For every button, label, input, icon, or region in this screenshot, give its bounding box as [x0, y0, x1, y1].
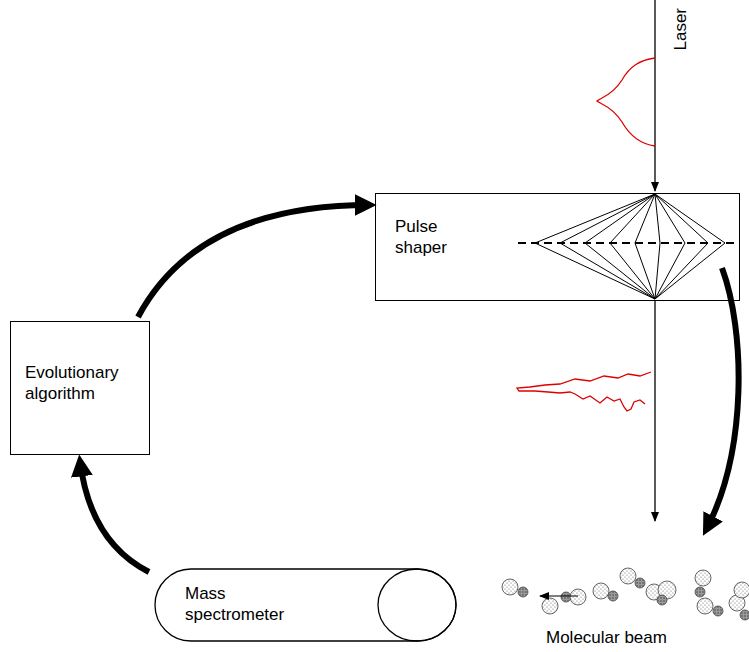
node-label: Mass spectrometer: [185, 583, 305, 625]
shaped-beam: [654, 301, 655, 521]
input-pulse: [597, 58, 655, 146]
process-box: Pulse shaper: [375, 193, 740, 301]
molecules: [502, 568, 749, 620]
node-label: Pulse shaper: [395, 216, 465, 258]
mask-plane: [518, 242, 734, 244]
flow-arrow: [80, 461, 149, 572]
node-label: Evolutionary algorithm: [25, 362, 140, 404]
laser-beam: [654, 0, 655, 191]
flow-arrow: [706, 268, 739, 530]
caption-label: Molecular beam: [546, 628, 667, 648]
process-box: Evolutionary algorithm: [10, 321, 150, 455]
instrument-cylinder: Mass spectrometer: [155, 568, 457, 642]
flow-arrow: [138, 205, 370, 317]
shaped-pulse: [517, 372, 651, 411]
beam-label: Laser: [671, 8, 691, 51]
beam-direction: [540, 596, 578, 597]
spectral-fan: [535, 194, 725, 299]
